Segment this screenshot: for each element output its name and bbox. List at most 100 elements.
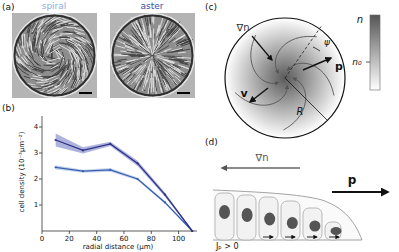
x-tick xyxy=(69,231,70,234)
data-point xyxy=(164,201,166,203)
cell-texture xyxy=(22,58,27,64)
cell-texture xyxy=(158,67,164,79)
cell-texture xyxy=(50,40,59,45)
cell-texture xyxy=(166,21,172,31)
symbol-label: p xyxy=(348,174,357,186)
cell-texture xyxy=(181,41,190,44)
cell-texture xyxy=(41,41,43,54)
cell-texture xyxy=(50,78,58,82)
cell-texture xyxy=(21,34,23,47)
cell-texture xyxy=(155,41,162,52)
cell-texture xyxy=(114,55,127,56)
data-point xyxy=(82,149,84,151)
x-tick xyxy=(42,231,43,234)
gradient-arrow xyxy=(222,167,300,168)
cell-texture xyxy=(166,79,173,91)
cell-texture xyxy=(134,64,141,69)
cell-texture xyxy=(182,57,192,59)
cell xyxy=(259,197,278,240)
cell-texture xyxy=(77,68,79,79)
cell-texture xyxy=(172,51,179,52)
tick-label: 80 xyxy=(147,236,156,243)
cell-texture xyxy=(166,85,169,92)
cell-texture xyxy=(151,83,152,92)
cell-texture xyxy=(123,73,133,81)
nucleus xyxy=(242,208,253,222)
data-point xyxy=(109,143,111,145)
cell-texture xyxy=(171,26,179,35)
tick-label: 20 xyxy=(65,236,74,243)
y-tick xyxy=(39,127,42,128)
cell-texture xyxy=(129,35,136,41)
cell-texture xyxy=(134,26,140,36)
cell-texture xyxy=(173,35,185,42)
colorbar-tick xyxy=(366,62,370,63)
axes xyxy=(42,116,197,231)
x-tick xyxy=(96,231,97,234)
cell-texture xyxy=(118,59,127,60)
cell-texture xyxy=(164,49,171,52)
cell-texture xyxy=(39,40,40,48)
velocity-arrow xyxy=(250,88,268,102)
flux-label: Jₚ > 0 xyxy=(216,243,239,251)
cell-texture xyxy=(54,35,62,38)
cell-texture xyxy=(150,18,151,24)
cell-texture xyxy=(162,55,175,56)
cell-texture xyxy=(157,57,169,61)
cell-texture xyxy=(54,50,64,58)
flux-arrow xyxy=(307,237,317,238)
polarity-arrow xyxy=(332,191,388,193)
y-tick xyxy=(39,179,42,180)
tick-label: 1 xyxy=(34,202,38,209)
cell-texture xyxy=(82,46,89,56)
angle-arc xyxy=(313,47,320,51)
y-tick xyxy=(39,153,42,154)
cell-texture xyxy=(67,27,75,28)
cell-texture xyxy=(125,46,134,49)
cell-texture xyxy=(135,74,140,81)
data-point xyxy=(109,169,111,171)
nucleus xyxy=(331,227,342,235)
cell xyxy=(215,193,234,240)
cell-texture xyxy=(153,78,154,92)
symbol-label: v xyxy=(240,88,247,99)
cell-texture xyxy=(120,55,127,56)
cell-texture xyxy=(137,64,146,74)
cell-texture xyxy=(35,69,44,72)
cell-texture xyxy=(145,66,149,77)
data-point xyxy=(55,166,57,168)
cell-texture xyxy=(175,70,186,77)
axis-title: radial distance (μm) xyxy=(83,244,154,251)
cell-texture xyxy=(29,37,30,45)
symbol-label: ψ xyxy=(324,38,330,47)
cell-texture xyxy=(143,37,148,46)
panel-label: (c) xyxy=(205,3,217,12)
cell-texture xyxy=(131,79,135,85)
cell-texture xyxy=(81,65,83,78)
cell-texture xyxy=(33,76,42,78)
cell-texture xyxy=(127,74,132,78)
nucleus xyxy=(219,205,230,219)
cell-texture xyxy=(150,26,151,37)
data-point xyxy=(82,170,84,172)
cell-texture xyxy=(81,65,82,77)
cell-texture xyxy=(144,57,151,62)
cell-texture xyxy=(155,77,157,91)
cell-texture xyxy=(82,73,83,80)
cell-texture xyxy=(155,51,167,55)
light-series-band xyxy=(56,165,193,231)
cell-texture xyxy=(116,46,125,48)
cell-texture xyxy=(57,65,66,76)
cell-texture xyxy=(75,28,83,30)
image-ground xyxy=(110,13,195,98)
scale-bar xyxy=(79,92,92,94)
spiral-image xyxy=(12,13,97,98)
cell-texture xyxy=(22,71,28,75)
spiral-flow-arrow xyxy=(283,78,305,130)
cell-texture xyxy=(32,41,34,50)
scale-bar xyxy=(177,92,190,94)
cell-texture xyxy=(130,55,143,56)
cell-texture xyxy=(147,18,148,26)
symbol-label: ∇n xyxy=(236,23,249,33)
cell-texture xyxy=(37,33,41,46)
